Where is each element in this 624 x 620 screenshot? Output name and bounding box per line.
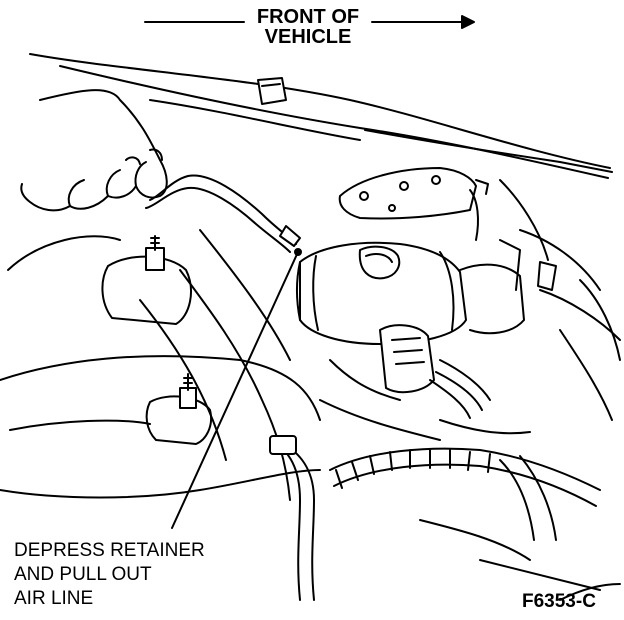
callout-leader-line — [171, 248, 302, 529]
lower-fitting — [145, 373, 212, 445]
callout-instruction: DEPRESS RETAINER AND PULL OUT AIR LINE — [14, 539, 205, 611]
hand-illustration — [20, 89, 168, 212]
front-of-vehicle-arrow — [144, 15, 475, 29]
callout-line3: AIR LINE — [14, 588, 94, 609]
speed-control-actuator — [296, 241, 467, 345]
front-of-vehicle-line1: FRONT OF — [256, 6, 360, 28]
callout-line2: AND PULL OUT — [14, 564, 152, 585]
throttle-linkage — [459, 229, 621, 421]
wiring-harness — [329, 447, 601, 541]
front-of-vehicle-line2: VEHICLE — [264, 26, 352, 48]
shock-tower — [0, 229, 321, 501]
vacuum-line — [269, 435, 315, 601]
left-fitting — [101, 235, 192, 325]
cowl-panel — [29, 53, 613, 261]
cowl-clip — [257, 77, 287, 105]
figure-id: F6353-C — [522, 591, 596, 612]
callout-line1: DEPRESS RETAINER — [14, 540, 205, 561]
mounting-bracket — [338, 167, 489, 241]
air-line-hose — [145, 174, 301, 253]
electrical-connector — [379, 324, 491, 419]
front-of-vehicle-label: FRONT OF VEHICLE — [249, 7, 367, 47]
engine-structure — [319, 359, 621, 601]
